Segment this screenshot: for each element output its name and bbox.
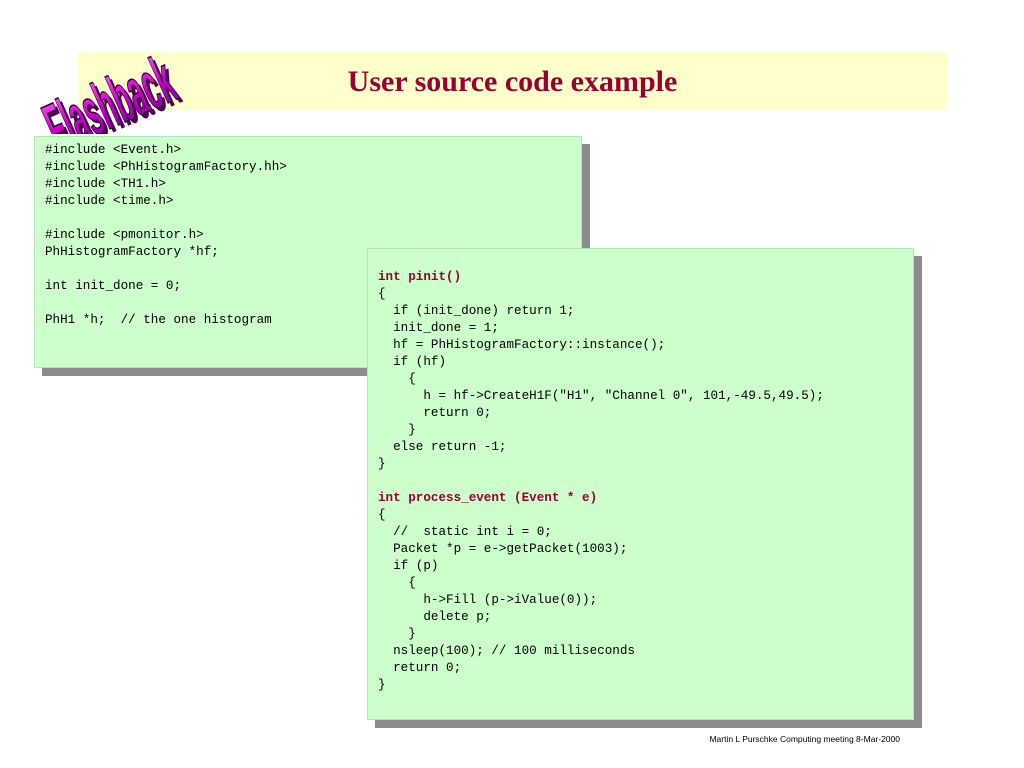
- code-box-2: int pinit() { if (init_done) return 1; i…: [367, 248, 914, 720]
- flashback-text: Flashback: [36, 43, 186, 134]
- code-line: #include <pmonitor.h>: [45, 228, 204, 242]
- slide-title: User source code example: [347, 65, 678, 98]
- code-line: #include <Event.h>: [45, 143, 182, 157]
- code-box-2-text: int pinit() { if (init_done) return 1; i…: [378, 269, 824, 694]
- code-line: PhH1 *h; // the one histogram: [45, 313, 272, 327]
- process-event-signature: int process_event (Event * e): [378, 491, 598, 505]
- code-line: #include <TH1.h>: [45, 177, 166, 191]
- footer: Martin L Purschke Computing meeting 8-Ma…: [709, 734, 900, 744]
- process-event-body: { // static int i = 0; Packet *p = e->ge…: [378, 508, 635, 692]
- code-line: PhHistogramFactory *hf;: [45, 245, 219, 259]
- flashback-stamp: Flashback Flashback: [36, 42, 190, 134]
- pinit-signature: int pinit(): [378, 270, 462, 284]
- title-bar: [78, 52, 947, 110]
- code-line: #include <time.h>: [45, 194, 174, 208]
- code-box-1-text: #include <Event.h> #include <PhHistogram…: [45, 142, 287, 329]
- code-line: #include <PhHistogramFactory.hh>: [45, 160, 287, 174]
- pinit-body: { if (init_done) return 1; init_done = 1…: [378, 287, 824, 471]
- code-line: int init_done = 0;: [45, 279, 182, 293]
